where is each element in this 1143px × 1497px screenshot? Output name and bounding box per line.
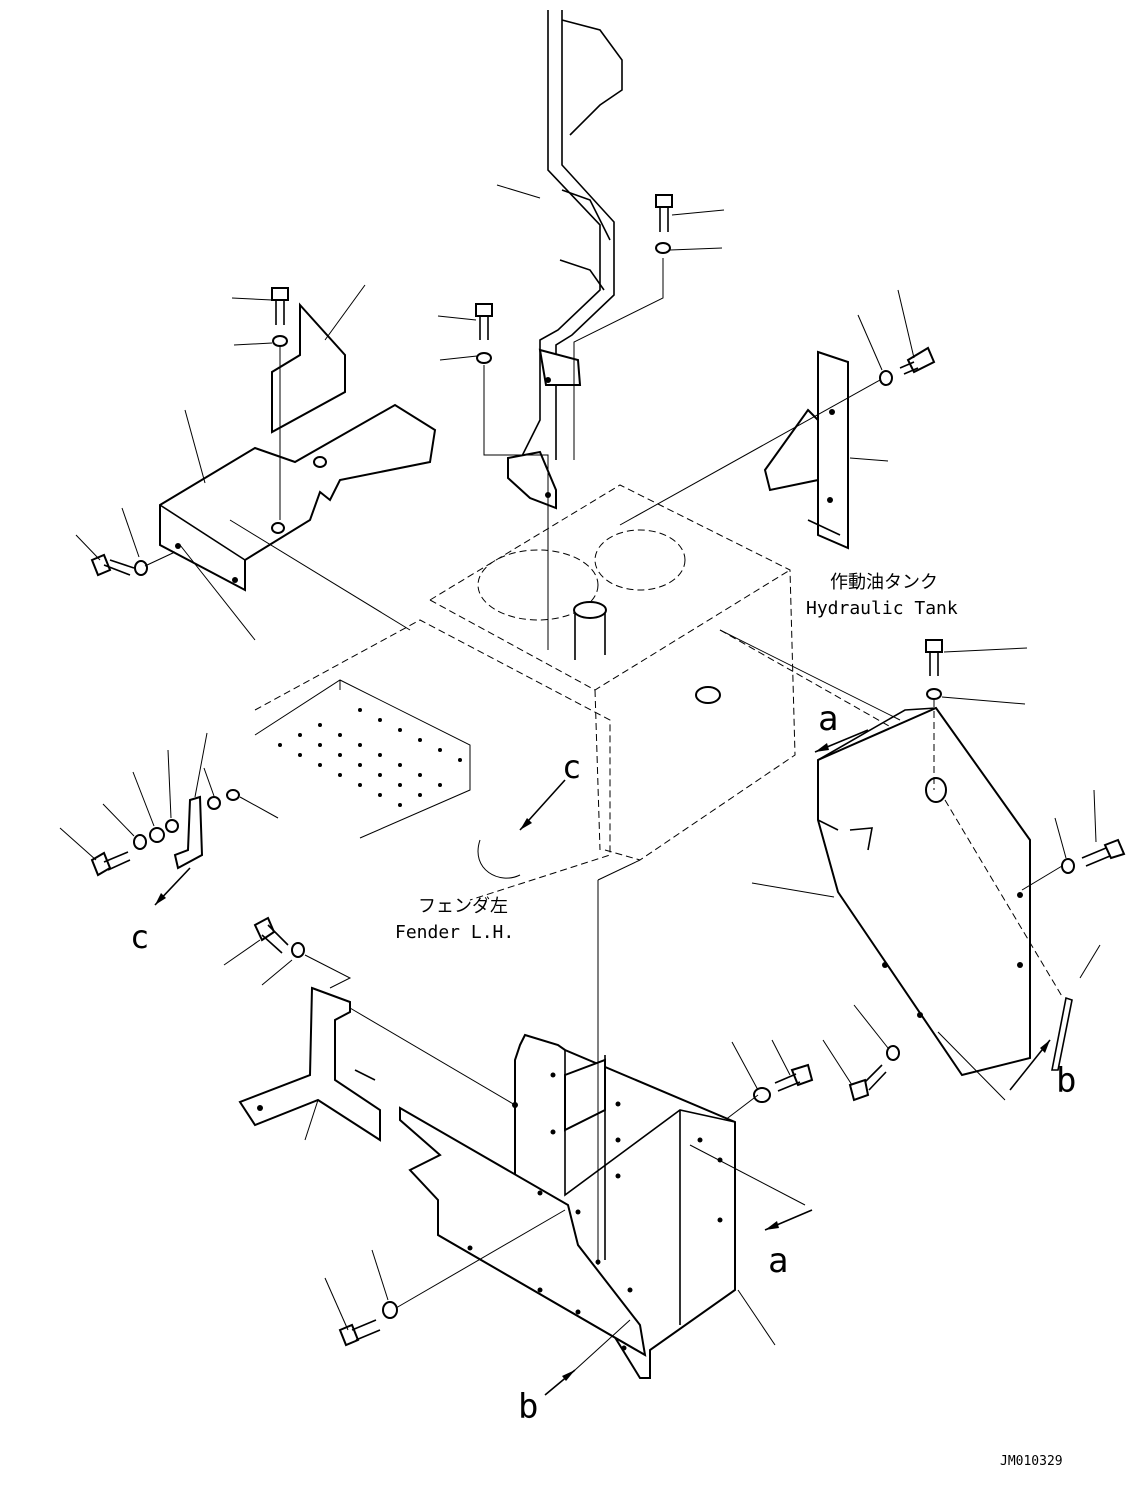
hydraulic-tank-label-jp: 作動油タンク: [830, 572, 938, 593]
ref-b-right: b: [1056, 1061, 1076, 1101]
bracket-c: [90, 789, 240, 877]
bolt-fender-right: [753, 1045, 900, 1103]
ref-b-lower: b: [518, 1387, 538, 1427]
cover-right: [817, 639, 1073, 1077]
fender-label-en: Fender L.H.: [395, 922, 514, 943]
drawing-number: JM010329: [1000, 1454, 1063, 1469]
bracket-upper-right: [763, 346, 936, 550]
cover-upper-left: [159, 345, 437, 592]
bolt-cover-right: [1061, 838, 1126, 874]
bracket-upper-left: [271, 287, 346, 434]
ref-c-left: c: [130, 918, 149, 956]
bolt-cover-left: [90, 553, 148, 577]
ref-a-lower: a: [768, 1241, 788, 1281]
fender-lh: [254, 619, 611, 901]
bolt-cover-lower-left: [338, 1301, 398, 1347]
hand-rail: [507, 10, 623, 510]
bolt-rail-left: [475, 303, 493, 364]
bolt-rail-right: [655, 194, 673, 254]
ref-a-upper: a: [818, 699, 838, 739]
fender-label-jp: フェンダ左: [418, 896, 508, 917]
hydraulic-tank-label-en: Hydraulic Tank: [806, 598, 958, 619]
ref-c-center: c: [562, 748, 581, 786]
bracket-lower-left: [238, 916, 381, 1142]
fender-cover-lower: [399, 1033, 736, 1379]
